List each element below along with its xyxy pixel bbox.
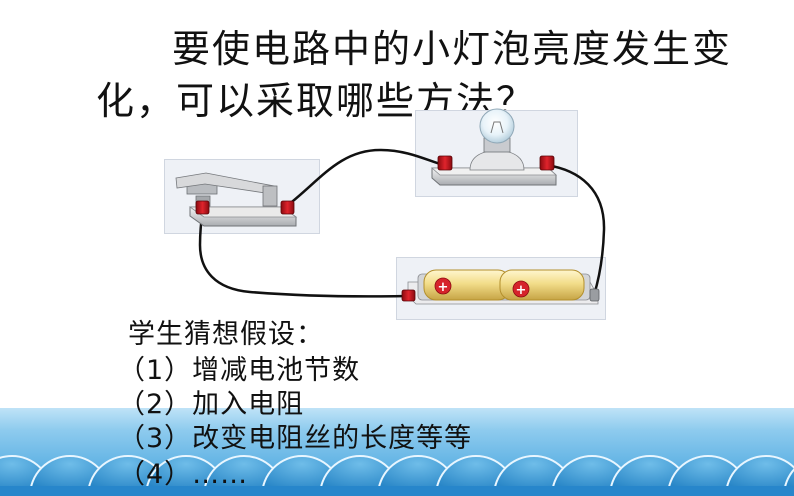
- hypothesis-item-3: （3）改变电阻丝的长度等等: [118, 423, 473, 454]
- bulb-panel: [415, 110, 578, 197]
- hypothesis-item-2: （2）加入电阻: [118, 389, 305, 420]
- battery-panel: [396, 257, 606, 320]
- wave-band: [0, 408, 794, 496]
- question-line-1: 要使电路中的小灯泡亮度发生变: [172, 27, 733, 71]
- hypothesis-item-1: （1）增减电池节数: [118, 355, 361, 386]
- hypothesis-item-4: （4）……: [118, 459, 249, 490]
- switch-panel: [164, 159, 320, 234]
- hypotheses-title: 学生猜想假设：: [128, 319, 324, 350]
